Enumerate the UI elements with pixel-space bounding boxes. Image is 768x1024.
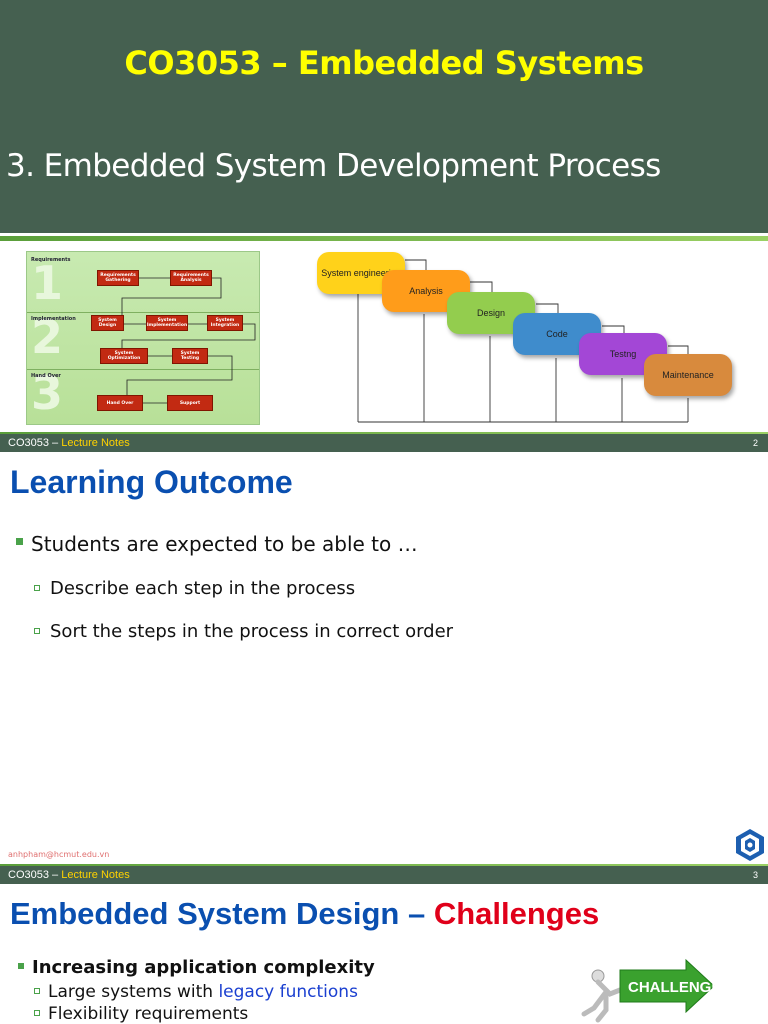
bullet-square-icon xyxy=(16,538,23,545)
box-system-integration: System Integration xyxy=(207,315,243,331)
phase-flow-arrows xyxy=(121,277,256,404)
phase-label-requirements: Requirements xyxy=(31,257,71,263)
sub-bullet-item: Large systems with legacy functions xyxy=(34,982,358,1002)
phase-number-2: 2 xyxy=(31,310,64,364)
page-number: 2 xyxy=(752,438,758,448)
phase-divider xyxy=(27,312,259,313)
bullet-square-icon xyxy=(18,963,24,969)
footer-slide-3: CO3053 – Lecture Notes 3 xyxy=(0,866,768,884)
challenge-pushing-figure-icon: CHALLENGE xyxy=(581,958,716,1023)
phase-label-handover: Hand Over xyxy=(31,373,61,379)
box-support: Support xyxy=(167,395,213,411)
box-hand-over: Hand Over xyxy=(97,395,143,411)
bullet-item: Increasing application complexity xyxy=(18,957,375,978)
phase-label-implementation: Implementation xyxy=(31,316,76,322)
course-title: CO3053 – Embedded Systems xyxy=(124,44,644,82)
title-highlight: Challenges xyxy=(433,896,600,931)
box-system-design: System Design xyxy=(91,315,124,331)
phase-number-3: 3 xyxy=(31,366,64,420)
university-logo-icon xyxy=(736,829,764,861)
title-header-band: CO3053 – Embedded Systems 3. Embedded Sy… xyxy=(0,0,768,233)
title-main: Embedded System Design – xyxy=(10,896,426,931)
sub-bullet-item: Sort the steps in the process in correct… xyxy=(34,621,453,642)
legacy-functions-link: legacy functions xyxy=(218,982,358,1002)
box-system-implementation: System Implementation xyxy=(146,315,188,331)
title-slide: CO3053 – Embedded Systems 3. Embedded Sy… xyxy=(0,0,768,432)
hollow-square-icon xyxy=(34,1010,40,1016)
author-email: anhpham@hcmut.edu.vn xyxy=(8,850,110,859)
box-system-testing: System Testing xyxy=(172,348,208,364)
footer-course: CO3053 – Lecture Notes xyxy=(8,869,130,881)
footer-slide-2: CO3053 – Lecture Notes 2 xyxy=(0,434,768,452)
box-requirements-gathering: Requirements Gathering xyxy=(97,270,139,286)
slide-title: Learning Outcome xyxy=(10,464,293,500)
step-maintenance: Maintenance xyxy=(644,354,732,396)
phase-number-1: 1 xyxy=(31,256,64,310)
lecture-subtitle: 3. Embedded System Development Process xyxy=(6,148,661,184)
hollow-square-icon xyxy=(34,585,40,591)
sub-bullet-item: Describe each step in the process xyxy=(34,578,355,599)
footer-notes: Lecture Notes xyxy=(61,869,130,881)
hollow-square-icon xyxy=(34,628,40,634)
process-phases-diagram: 1 2 3 Requirements Implementation Hand O… xyxy=(26,251,260,425)
slide-title: Embedded System Design – Challenges xyxy=(10,896,599,932)
page-number: 3 xyxy=(752,870,758,880)
box-requirements-analysis: Requirements Analysis xyxy=(170,270,212,286)
hollow-square-icon xyxy=(34,988,40,994)
box-system-optimization: System Optimization xyxy=(100,348,148,364)
footer-course: CO3053 – Lecture Notes xyxy=(8,437,130,449)
bullet-item: Students are expected to be able to … xyxy=(16,532,418,556)
footer-notes: Lecture Notes xyxy=(61,437,130,449)
waterfall-connectors xyxy=(357,259,689,423)
waterfall-diagram: System engineering Analysis Design Code … xyxy=(310,246,750,430)
challenge-sign-label: CHALLENGE xyxy=(628,979,716,996)
accent-bar xyxy=(0,236,768,241)
sub-bullet-item: Flexibility requirements xyxy=(34,1004,248,1024)
phase-divider xyxy=(27,369,259,370)
